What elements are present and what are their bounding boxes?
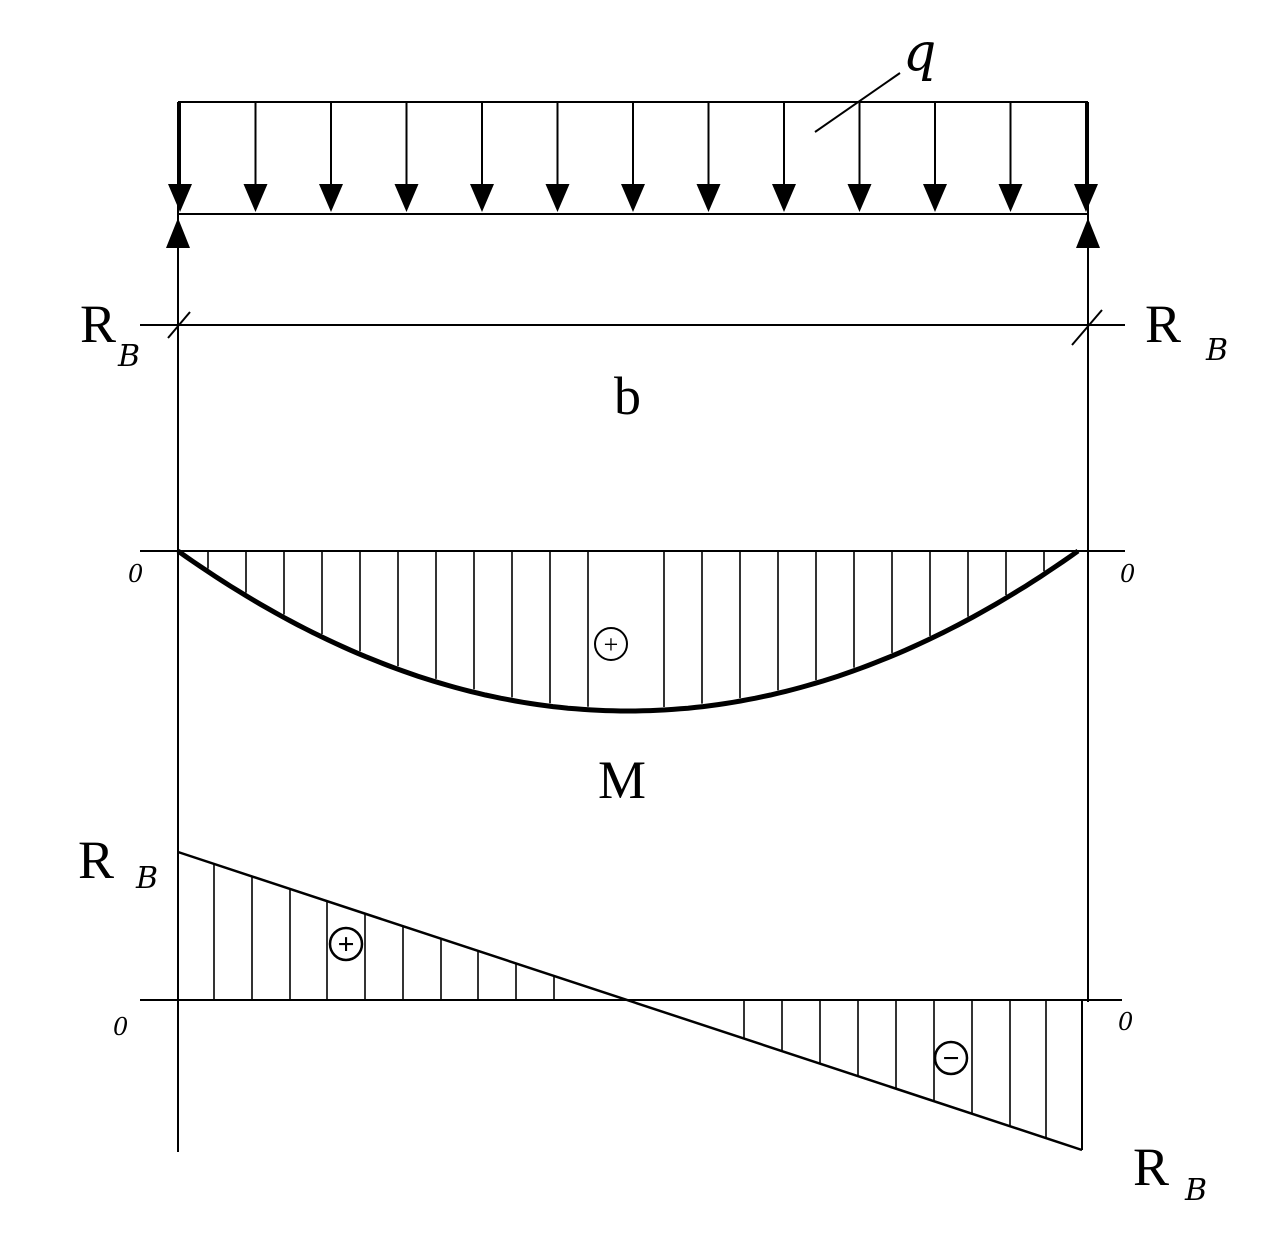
shear-top-left-label: R: [78, 830, 114, 890]
load-leader-line: [814, 72, 901, 133]
moment-zero-left: 0: [128, 560, 143, 588]
shear-pos-sign: +: [337, 928, 354, 961]
load-label: q: [903, 23, 936, 83]
load-arrow-head-icon: [168, 184, 192, 212]
load-arrow-head-icon: [1074, 184, 1098, 212]
shear-bottom-right-label: R: [1133, 1137, 1169, 1197]
distributed-load: [168, 101, 1098, 215]
shear-neg-sign-circle: [933, 1040, 969, 1076]
span-dimension: [140, 309, 1125, 346]
load-arrow-head-icon: [621, 184, 645, 212]
shear-zero-left: 0: [113, 1013, 128, 1041]
span-label: b: [614, 366, 641, 426]
reaction-left-label: R: [80, 294, 116, 354]
shear-zero-right: 0: [1118, 1008, 1133, 1036]
moment-hatching: [207, 551, 1045, 707]
load-arrow-head-icon: [772, 184, 796, 212]
moment-diagram: +: [140, 548, 1125, 714]
load-arrows: [168, 102, 1098, 212]
reaction-right-label: R: [1145, 294, 1181, 354]
shear-bottom-right-sub: B: [1184, 1173, 1207, 1208]
shear-top-left-sub: B: [135, 861, 158, 896]
reaction-left-sub: B: [117, 339, 140, 374]
shear-line: [177, 850, 1083, 1152]
load-arrow-head-icon: [696, 184, 721, 212]
load-arrow-head-icon: [394, 184, 419, 212]
load-arrow-head-icon: [998, 184, 1023, 212]
load-arrow-head-icon: [243, 184, 268, 212]
moment-label: M: [598, 750, 646, 810]
load-arrow-head-icon: [545, 184, 570, 212]
reaction-right-sub: B: [1205, 333, 1228, 368]
load-arrow-head-icon: [847, 184, 872, 212]
moment-sign-circle: [594, 627, 628, 661]
shear-pos-sign-circle: [328, 926, 364, 962]
shear-neg-sign: −: [942, 1042, 959, 1075]
dimension-tick-left: [167, 311, 191, 339]
shear-hatching: [213, 863, 1047, 1139]
load-label-q: q: [814, 23, 936, 133]
supports: [166, 218, 1100, 248]
moment-sign: +: [604, 630, 619, 659]
moment-zero-right: 0: [1120, 560, 1135, 588]
dimension-tick-right: [1071, 309, 1103, 346]
load-arrow-head-icon: [319, 184, 343, 212]
shear-diagram: + −: [140, 850, 1122, 1152]
load-arrow-head-icon: [470, 184, 494, 212]
load-arrow-head-icon: [923, 184, 947, 212]
moment-curve: [176, 548, 1080, 714]
